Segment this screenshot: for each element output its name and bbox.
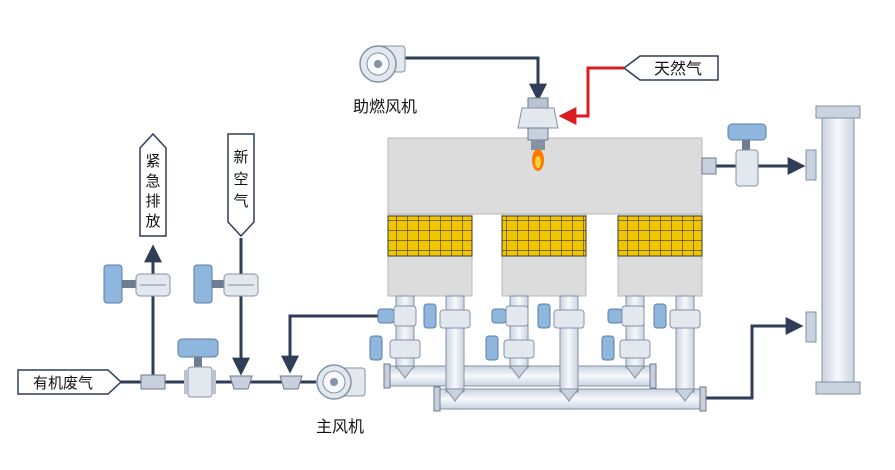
fresh-air-tee bbox=[229, 375, 253, 390]
recirculation-tee bbox=[279, 375, 303, 390]
exhaust-stack bbox=[805, 105, 861, 395]
combustion-fan[interactable] bbox=[359, 45, 406, 83]
combustion-fan-label: 助燃风机 bbox=[353, 97, 417, 116]
organic-waste-gas-label: 有机废气 bbox=[33, 374, 93, 392]
emergency-exhaust-tag: 紧急排放 bbox=[139, 132, 167, 237]
valve-a-lower[interactable] bbox=[369, 335, 421, 361]
main-fan-label: 主风机 bbox=[316, 417, 364, 436]
valve-c-lower[interactable] bbox=[601, 335, 651, 361]
switching-valves bbox=[369, 303, 701, 361]
emergency-exhaust-label: 紧急排放 bbox=[145, 152, 160, 230]
natural-gas-tag: 天然气 bbox=[622, 55, 719, 81]
valve-c-upper[interactable] bbox=[607, 305, 645, 327]
inlet-flow-meter bbox=[177, 338, 219, 398]
valve-b-side[interactable] bbox=[537, 303, 585, 329]
valve-a-side[interactable] bbox=[423, 303, 471, 329]
emergency-exhaust-valve[interactable] bbox=[103, 264, 171, 304]
fresh-air-valve[interactable] bbox=[193, 264, 259, 304]
natural-gas-label: 天然气 bbox=[654, 59, 702, 78]
flame-icon bbox=[532, 149, 544, 171]
combustion-air-line bbox=[405, 56, 547, 102]
valve-b-lower[interactable] bbox=[485, 335, 535, 361]
recirculation-line bbox=[281, 314, 382, 374]
burner bbox=[517, 97, 559, 150]
ceramic-media-c bbox=[617, 215, 703, 257]
clean-outlet-line bbox=[705, 317, 804, 400]
organic-waste-gas-tag: 有机废气 bbox=[17, 369, 123, 395]
natural-gas-line bbox=[558, 66, 624, 125]
fresh-air-label: 新空气 bbox=[233, 148, 248, 210]
main-fan[interactable] bbox=[316, 364, 366, 400]
ceramic-media-b bbox=[501, 215, 587, 257]
valve-b-upper[interactable] bbox=[491, 305, 529, 327]
hot-outlet-valve[interactable] bbox=[701, 123, 767, 187]
reactor-body bbox=[387, 137, 703, 297]
valve-c-side[interactable] bbox=[653, 303, 701, 329]
valve-a-upper[interactable] bbox=[377, 305, 417, 327]
ceramic-media-a bbox=[387, 215, 473, 257]
fresh-air-tag: 新空气 bbox=[227, 133, 255, 238]
inlet-tee bbox=[140, 374, 166, 390]
